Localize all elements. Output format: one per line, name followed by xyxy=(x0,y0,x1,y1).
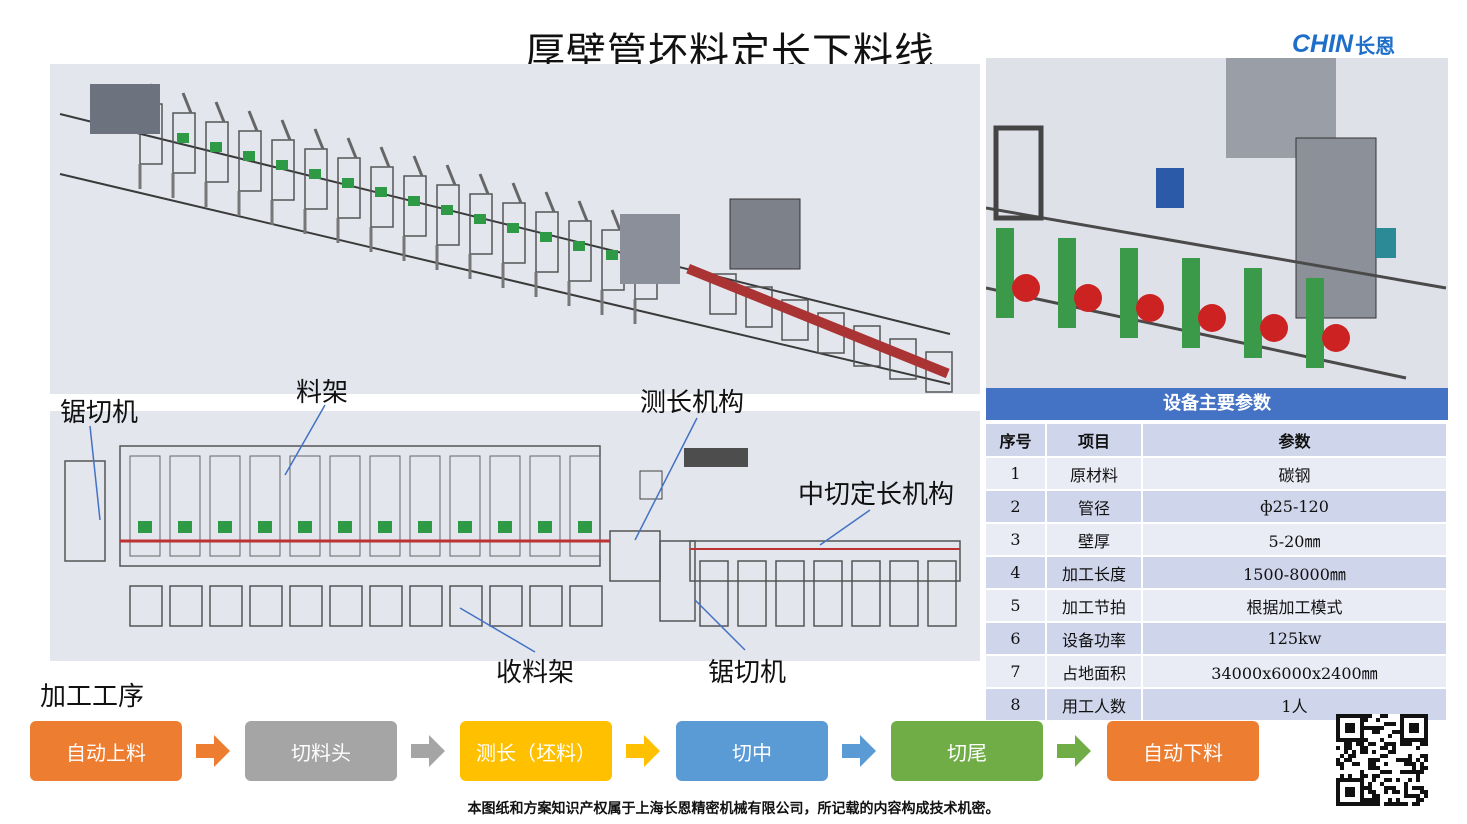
row-item: 原材料 xyxy=(1046,457,1143,491)
row-index: 7 xyxy=(986,655,1047,689)
col-header-value: 参数 xyxy=(1142,424,1448,458)
row-index: 8 xyxy=(986,688,1047,722)
label-collect: 收料架 xyxy=(496,658,575,688)
step-cut-tail: 切尾 xyxy=(891,721,1043,781)
params-header-row: 序号 项目 参数 xyxy=(986,424,1448,458)
row-value: 125kw xyxy=(1142,622,1448,656)
step-measure: 测长（坯料） xyxy=(460,721,612,781)
step-cut-head: 切料头 xyxy=(245,721,397,781)
params-title: 设备主要参数 xyxy=(986,388,1448,420)
row-value: 34000x6000x2400㎜ xyxy=(1142,655,1448,689)
row-value: 碳钢 xyxy=(1142,457,1448,491)
row-value: 1人 xyxy=(1142,688,1448,722)
arrow-right-icon xyxy=(842,735,876,767)
arrow-right-icon xyxy=(1057,735,1091,767)
row-index: 1 xyxy=(986,457,1047,491)
row-item: 壁厚 xyxy=(1046,523,1143,557)
label-rack: 料架 xyxy=(296,378,349,408)
closeup-3d-image xyxy=(986,58,1448,388)
label-mid-cut: 中切定长机构 xyxy=(798,480,955,510)
row-item: 占地面积 xyxy=(1046,655,1143,689)
footer-notice: 本图纸和方案知识产权属于上海长恩精密机械有限公司，所记载的内容构成技术机密。 xyxy=(467,801,1000,817)
label-saw-bottom: 锯切机 xyxy=(708,658,787,688)
row-item: 用工人数 xyxy=(1046,688,1143,722)
row-index: 6 xyxy=(986,622,1047,656)
row-value: ф25-120 xyxy=(1142,490,1448,524)
arrow-right-icon xyxy=(196,735,230,767)
col-header-index: 序号 xyxy=(986,424,1047,458)
brand-logo: CHIN 长恩 xyxy=(1292,30,1395,59)
row-index: 5 xyxy=(986,589,1047,623)
step-cut-middle: 切中 xyxy=(676,721,828,781)
arrow-right-icon xyxy=(626,735,660,767)
row-item: 管径 xyxy=(1046,490,1143,524)
logo-text-en: CHIN xyxy=(1292,30,1354,58)
logo-text-cn: 长恩 xyxy=(1355,34,1396,58)
col-header-item: 项目 xyxy=(1046,424,1143,458)
label-saw-top: 锯切机 xyxy=(60,398,139,428)
label-measure: 测长机构 xyxy=(640,388,745,418)
topview-2d-image xyxy=(50,411,980,661)
overview-3d-image xyxy=(50,64,980,394)
row-value: 5-20㎜ xyxy=(1142,523,1448,557)
row-index: 2 xyxy=(986,490,1047,524)
row-item: 加工节拍 xyxy=(1046,589,1143,623)
row-item: 设备功率 xyxy=(1046,622,1143,656)
step-auto-unload: 自动下料 xyxy=(1107,721,1259,781)
process-title: 加工工序 xyxy=(40,682,145,712)
arrow-right-icon xyxy=(411,735,445,767)
qr-code-icon xyxy=(1336,714,1428,806)
row-item: 加工长度 xyxy=(1046,556,1143,590)
row-index: 4 xyxy=(986,556,1047,590)
row-index: 3 xyxy=(986,523,1047,557)
step-auto-feed: 自动上料 xyxy=(30,721,182,781)
row-value: 1500-8000㎜ xyxy=(1142,556,1448,590)
process-steps: 自动上料 切料头 测长（坯料） 切中 切尾 自动下料 xyxy=(30,721,1270,781)
row-value: 根据加工模式 xyxy=(1142,589,1448,623)
